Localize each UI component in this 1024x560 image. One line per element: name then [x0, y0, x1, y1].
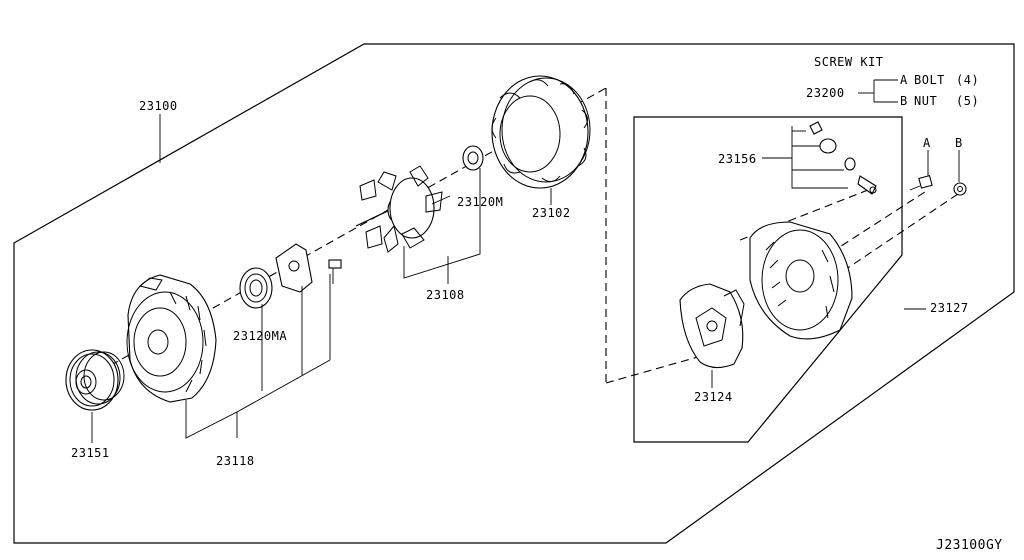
bolt-a-part	[909, 174, 933, 191]
terminal-set-part	[809, 121, 877, 195]
rear-cover-part	[749, 221, 853, 340]
stator-part	[491, 75, 591, 189]
diagram-code: J23100GY	[936, 538, 1003, 553]
retainer-plate-part	[275, 243, 313, 293]
screw-kit-item-b-name: NUT	[914, 94, 937, 108]
label-marker-a: A	[923, 136, 931, 150]
screw-kit-part: 23200	[806, 86, 845, 100]
label-front-cover: 23118	[216, 454, 255, 468]
leader-lines	[91, 79, 960, 443]
label-front-bearing: 23120MA	[233, 329, 287, 343]
label-rear-bearing: 23120M	[457, 195, 503, 209]
nut-b-part	[953, 182, 967, 196]
screw-kit-block: SCREW KIT 23200 A BOLT (4) B NUT (5)	[806, 55, 979, 108]
screw-kit-item-b-key: B	[900, 94, 908, 108]
regulator-part	[679, 283, 745, 369]
pulley-part	[65, 349, 125, 411]
screw-kit-title: SCREW KIT	[814, 55, 884, 69]
label-regulator: 23124	[694, 390, 733, 404]
rotor-part	[355, 165, 451, 253]
label-pulley: 23151	[71, 446, 110, 460]
label-rotor: 23108	[426, 288, 465, 302]
label-assembly: 23100	[139, 99, 178, 113]
screw-kit-item-a-name: BOLT	[914, 73, 945, 87]
front-cover-part	[126, 274, 217, 403]
label-terminal-set: 23156	[718, 152, 757, 166]
screw-kit-item-a-qty: (4)	[956, 73, 979, 87]
screw-kit-item-a-key: A	[900, 73, 908, 87]
rear-cover-boundary	[633, 116, 903, 443]
rear-bearing-part	[462, 145, 484, 171]
screw-kit-item-b-qty: (5)	[956, 94, 979, 108]
label-marker-b: B	[955, 136, 963, 150]
label-stator: 23102	[532, 206, 571, 220]
label-rear-cover: 23127	[930, 301, 969, 315]
screw-part	[328, 259, 342, 284]
front-bearing-part	[239, 267, 273, 309]
assembly-boundary	[13, 43, 1015, 544]
